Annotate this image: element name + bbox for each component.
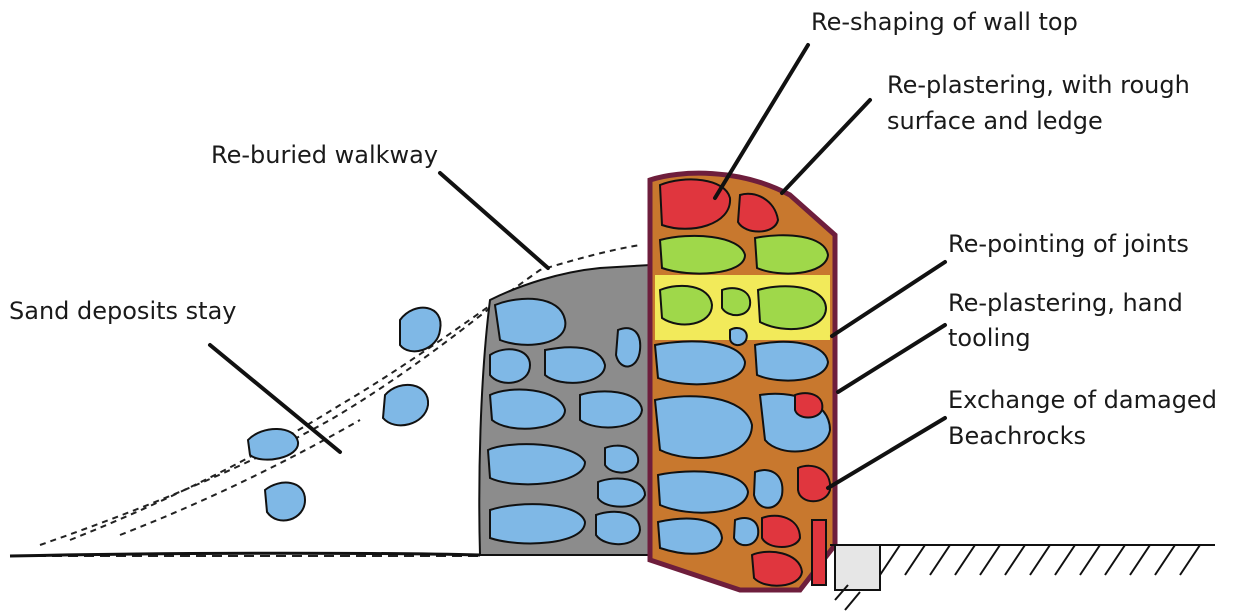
label-exchange-beachrocks-line2: Beachrocks: [948, 421, 1086, 451]
wall-stone: [596, 512, 640, 544]
wall-stone: [490, 504, 585, 543]
label-exchange-beachrocks-line1: Exchange of damaged: [948, 385, 1217, 415]
wall-stone: [758, 286, 826, 329]
wall-stone: [495, 299, 565, 345]
leader-replastering-hand: [838, 325, 945, 392]
wall-stone: [545, 347, 605, 383]
sand-stone: [248, 429, 298, 460]
wall-stone: [616, 328, 640, 366]
label-sand-deposits: Sand deposits stay: [9, 296, 236, 326]
label-replastering-rough-line2: surface and ledge: [887, 106, 1103, 136]
label-reshaping-wall-top: Re-shaping of wall top: [811, 7, 1078, 37]
wall-stone: [658, 519, 722, 554]
leader-reshaping: [715, 45, 808, 198]
ground-hatching: [830, 545, 1215, 610]
wall-stone: [754, 470, 782, 508]
label-repointing-joints: Re-pointing of joints: [948, 229, 1189, 259]
label-replastering-rough-line1: Re-plastering, with rough: [887, 70, 1190, 100]
wall-stone: [660, 286, 712, 325]
small-blue-stone: [730, 328, 747, 345]
leader-exchange: [828, 418, 945, 488]
wall-stone: [655, 396, 752, 458]
label-replastering-hand-line1: Re-plastering, hand: [948, 288, 1183, 318]
wall-stone: [598, 478, 645, 506]
label-replastering-hand-line2: tooling: [948, 323, 1031, 353]
leader-reburied: [440, 173, 548, 268]
label-reburied-walkway: Re-buried walkway: [211, 140, 438, 170]
wall-stone: [755, 235, 828, 273]
wall-stone: [488, 444, 585, 484]
wall-stone: [734, 518, 758, 545]
wall-stone: [812, 520, 826, 585]
wall-stone: [655, 341, 745, 384]
wall-stone: [490, 349, 530, 383]
sand-stone: [383, 385, 428, 425]
wall-stone: [605, 446, 638, 473]
sand-stone: [400, 308, 441, 352]
wall-stone: [658, 471, 748, 512]
leader-replastering-rough: [782, 100, 870, 193]
foundation-block: [835, 545, 880, 590]
wall-stone: [580, 391, 642, 427]
wall-stone: [795, 393, 822, 417]
wall-stone: [660, 236, 745, 274]
wall-stone: [755, 342, 828, 381]
sand-stone: [265, 483, 305, 521]
leader-repointing: [832, 262, 945, 336]
wall-stone: [722, 288, 750, 315]
